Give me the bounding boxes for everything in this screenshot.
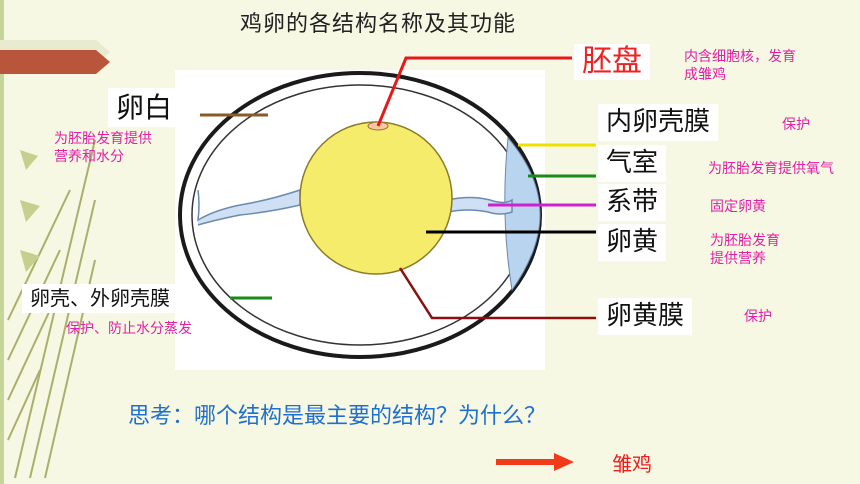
chalaza-right <box>447 196 513 215</box>
leaf-icon <box>20 200 40 222</box>
inner-membrane-label: 内卵壳膜 <box>598 104 719 141</box>
leaf-icon <box>20 250 40 272</box>
germinal-disc-function-line: 成雏鸡 <box>684 67 726 84</box>
albumen-function-line: 为胚胎发育提供 <box>54 131 152 147</box>
chalaza-function: 固定卵黄 <box>710 199 766 215</box>
air-cell-label: 气室 <box>598 145 667 182</box>
albumen-label: 卵白 <box>108 88 181 127</box>
yolk-function-line: 为胚胎发育 <box>710 233 780 249</box>
chalaza-left <box>197 188 301 226</box>
yolk <box>299 121 453 275</box>
right-arrow-icon <box>496 453 574 471</box>
yolk-label: 卵黄 <box>598 224 667 261</box>
discussion-question: 思考：哪个结构是最主要的结构？为什么？ <box>128 404 547 429</box>
yolk-function: 为胚胎发育 提供营养 <box>710 232 780 268</box>
germinal-disc-function: 内含细胞核，发育 成雏鸡 <box>684 48 796 84</box>
decorative-stripes <box>0 0 110 484</box>
chalaza-label: 系带 <box>598 184 667 221</box>
leaf-icon <box>20 150 38 170</box>
yolk-membrane-leader-line <box>398 267 596 320</box>
yolk-membrane-function: 保护 <box>744 309 772 325</box>
yolk-membrane-label: 卵黄膜 <box>598 298 693 335</box>
shell-function: 保护、防止水分蒸发 <box>66 321 192 337</box>
germinal-disc-label: 胚盘 <box>574 44 650 80</box>
germinal-disc-leader-line <box>376 56 572 127</box>
page-title: 鸡卵的各结构名称及其功能 <box>240 12 517 37</box>
germinal-disc-function-line: 内含细胞核，发育 <box>684 49 796 65</box>
albumen-function-line: 营养和水分 <box>54 149 124 166</box>
shell-label: 卵壳、外卵壳膜 <box>22 284 178 313</box>
answer-text: 雏鸡 <box>612 452 652 476</box>
yolk-function-line: 提供营养 <box>710 251 766 268</box>
air-cell-function: 为胚胎发育提供氧气 <box>708 161 834 177</box>
albumen-function: 为胚胎发育提供 营养和水分 <box>54 130 152 166</box>
inner-membrane-function: 保护 <box>782 117 810 133</box>
